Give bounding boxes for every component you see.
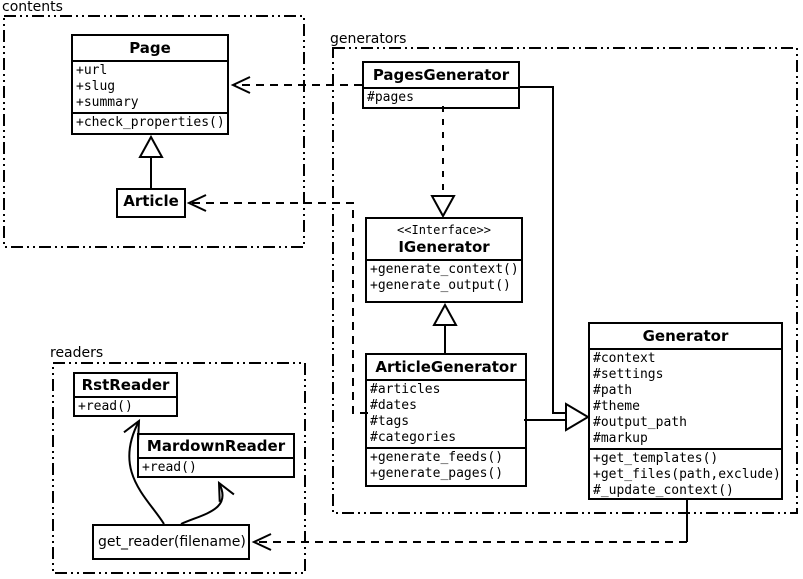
- class-article-generator-attributes: #articles #dates #tags #categories: [367, 381, 525, 449]
- attribute-row: #context: [593, 351, 656, 366]
- function-get-reader: get_reader(filename): [92, 524, 250, 560]
- method-row: +get_templates(): [593, 451, 719, 466]
- attribute-row: #path: [593, 383, 633, 398]
- class-markdown-reader-methods: +read(): [139, 459, 293, 476]
- class-page: Page +url +slug +summary +check_properti…: [71, 34, 229, 135]
- attribute-row: #categories: [370, 430, 457, 445]
- class-generator: Generator #context #settings #path #them…: [588, 322, 783, 500]
- attribute-row: #settings: [593, 367, 664, 382]
- class-markdown-reader-title: MardownReader: [139, 435, 293, 459]
- class-page-title: Page: [73, 36, 227, 62]
- edge-articlegenerator-uses-article: [186, 194, 368, 414]
- class-igenerator-title: IGenerator: [367, 237, 521, 261]
- class-rst-reader-title: RstReader: [75, 374, 176, 398]
- class-markdown-reader: MardownReader +read(): [137, 433, 295, 478]
- method-row: +get_files(path,exclude): [593, 467, 781, 482]
- attribute-row: #dates: [370, 398, 417, 413]
- class-article-generator: ArticleGenerator #articles #dates #tags …: [365, 353, 527, 487]
- class-generator-methods: +get_templates() +get_files(path,exclude…: [590, 450, 781, 498]
- attribute-row: #output_path: [593, 415, 687, 430]
- class-igenerator-stereotype: <<Interface>>: [397, 223, 491, 237]
- attribute-row: #pages: [367, 90, 414, 105]
- method-row: +generate_pages(): [370, 466, 504, 481]
- class-article-title: Article: [123, 192, 179, 210]
- attribute-row: #markup: [593, 431, 648, 446]
- method-row: +read(): [142, 460, 197, 475]
- class-page-attributes: +url +slug +summary: [73, 62, 227, 114]
- edge-getreader-to-markdownreader: [180, 480, 235, 525]
- class-page-methods: +check_properties(): [73, 114, 227, 132]
- class-igenerator-methods: +generate_context() +generate_output(): [367, 261, 521, 295]
- function-get-reader-label: get_reader(filename): [98, 534, 246, 550]
- method-row: #_update_context(): [593, 483, 734, 498]
- class-article-generator-methods: +generate_feeds() +generate_pages(): [367, 449, 525, 483]
- class-article: Article: [116, 188, 186, 218]
- package-label-generators: generators: [330, 31, 407, 47]
- attribute-row: #articles: [370, 382, 441, 397]
- class-pages-generator-title: PagesGenerator: [364, 63, 518, 89]
- class-article-generator-title: ArticleGenerator: [367, 355, 525, 381]
- attribute-row: +url: [76, 63, 108, 78]
- method-row: +generate_output(): [370, 278, 511, 293]
- class-generator-attributes: #context #settings #path #theme #output_…: [590, 350, 781, 450]
- attribute-row: +slug: [76, 79, 116, 94]
- class-generator-title: Generator: [590, 324, 781, 350]
- method-row: +generate_feeds(): [370, 450, 504, 465]
- package-label-readers: readers: [50, 345, 104, 361]
- generalization-triangle-generator: [565, 402, 590, 432]
- attribute-row: +summary: [76, 95, 139, 110]
- class-pages-generator-attributes: #pages: [364, 89, 518, 107]
- attribute-row: #theme: [593, 399, 640, 414]
- method-row: +check_properties(): [76, 115, 225, 130]
- method-row: +read(): [78, 399, 133, 414]
- class-igenerator: <<Interface>> IGenerator +generate_conte…: [365, 217, 523, 303]
- attribute-row: #tags: [370, 414, 410, 429]
- class-rst-reader: RstReader +read(): [73, 372, 178, 417]
- package-label-contents: contents: [2, 0, 63, 15]
- class-pages-generator: PagesGenerator #pages: [362, 61, 520, 109]
- method-row: +generate_context(): [370, 262, 519, 277]
- class-rst-reader-methods: +read(): [75, 398, 176, 415]
